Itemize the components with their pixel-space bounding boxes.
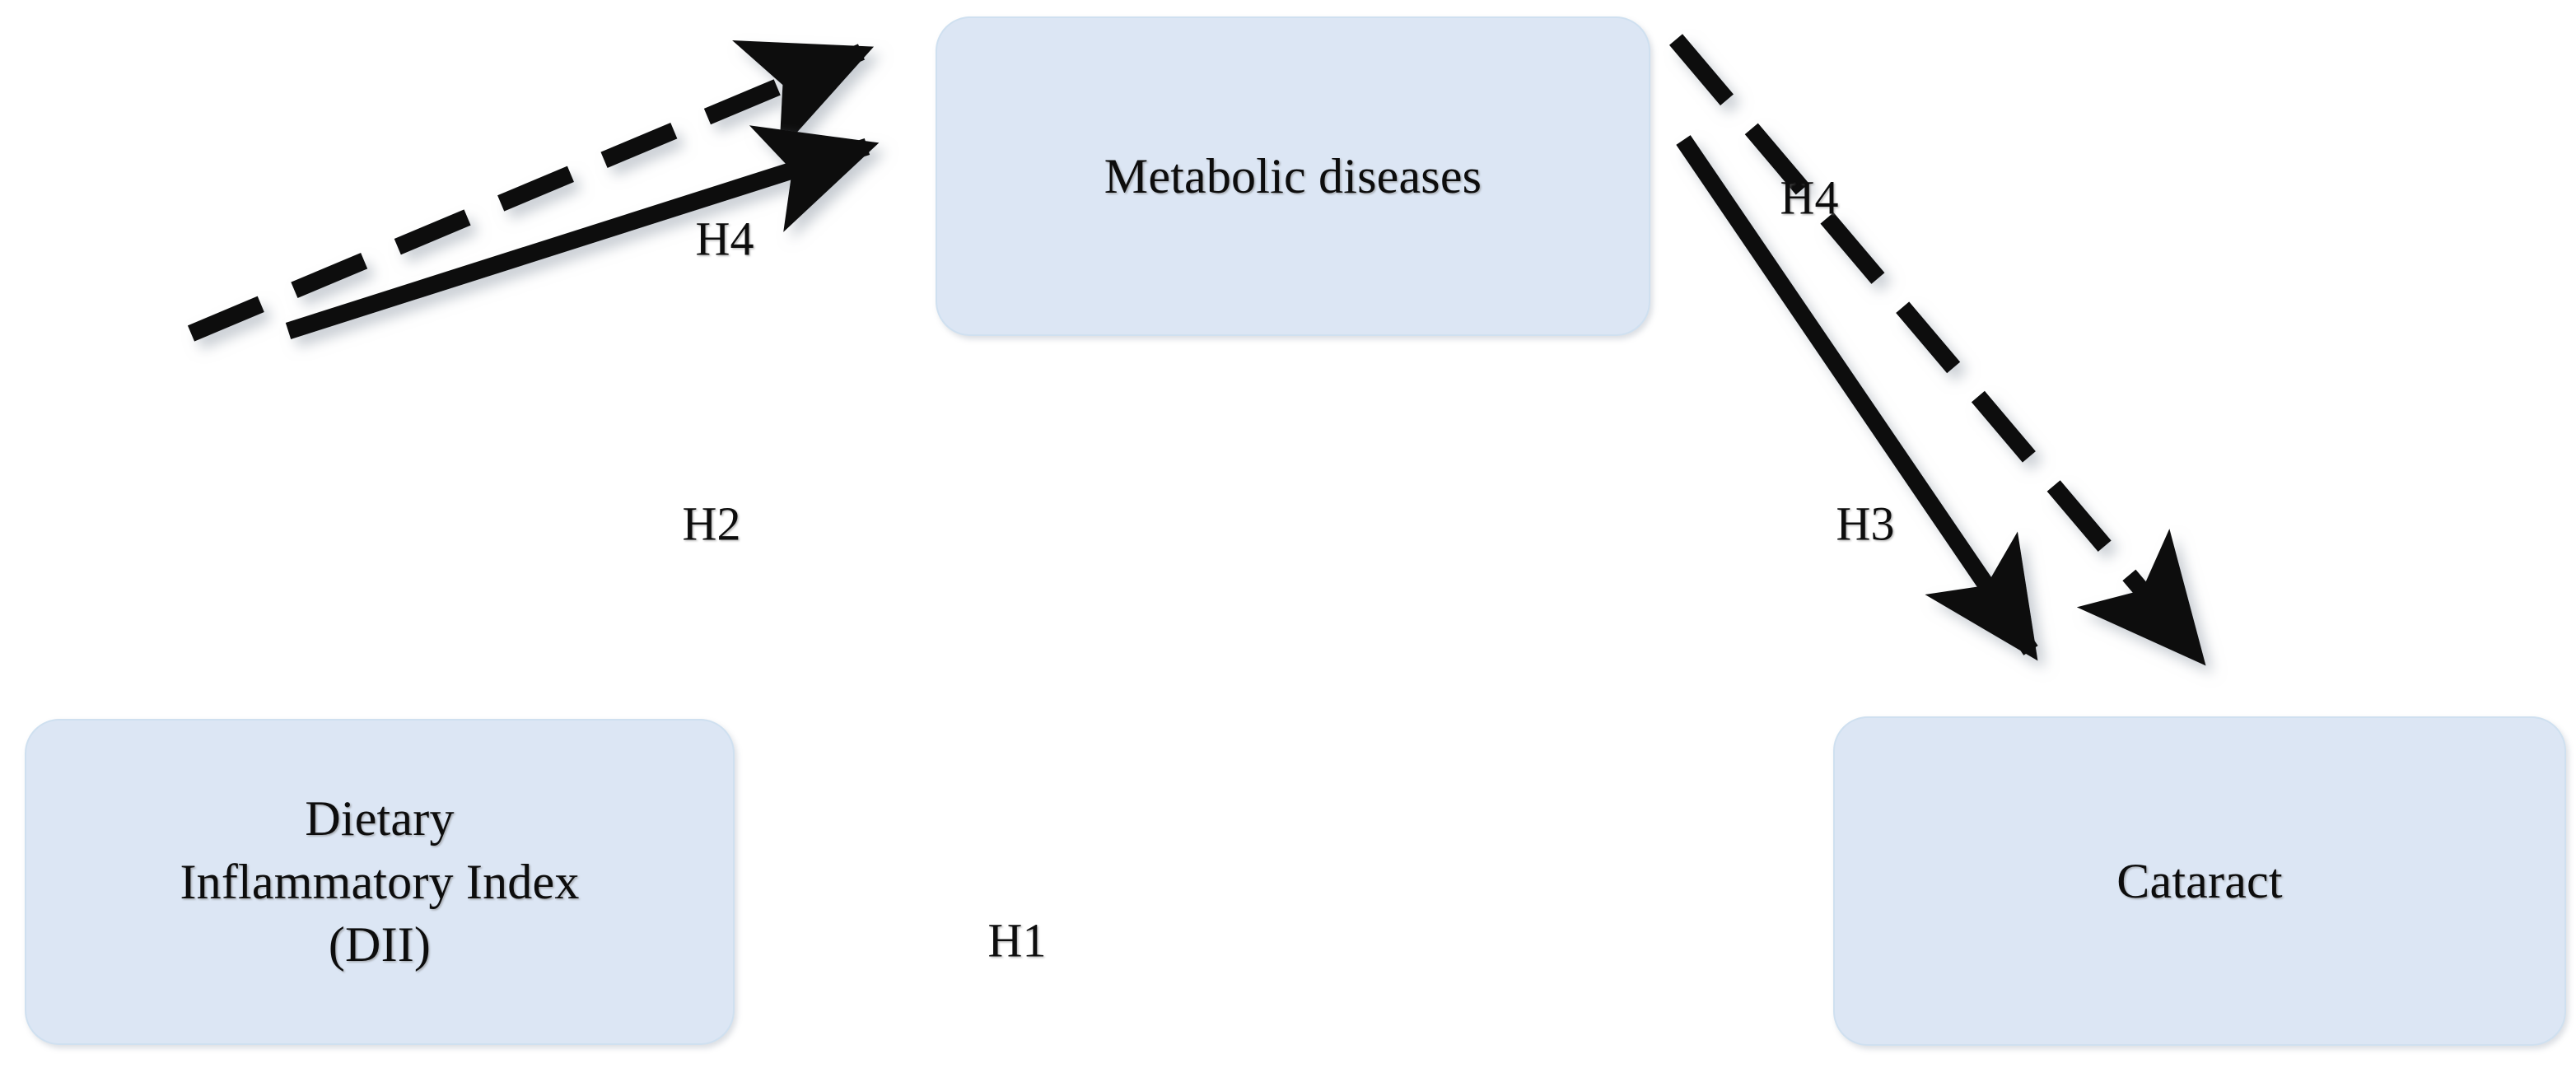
edge-label-h2: H2 xyxy=(682,497,741,551)
node-metabolic-label: Metabolic diseases xyxy=(1104,148,1482,203)
edge-label-h1: H1 xyxy=(987,913,1047,968)
edge-h3-line xyxy=(1676,135,2038,661)
edge-h4-right[interactable] xyxy=(1668,34,2206,666)
node-cataract[interactable]: Cataract xyxy=(1833,716,2566,1046)
edge-h3[interactable] xyxy=(1676,135,2038,661)
node-dii-label: Dietary Inflammatory Index (DII) xyxy=(180,791,580,972)
edge-label-h4-right: H4 xyxy=(1780,170,1839,225)
edge-h4-right-line xyxy=(1668,34,2206,666)
edge-h2[interactable] xyxy=(285,125,880,340)
edge-label-h4-left: H4 xyxy=(695,212,754,266)
edge-h4-left[interactable] xyxy=(187,40,875,342)
node-dietary-inflammatory-index[interactable]: Dietary Inflammatory Index (DII) xyxy=(25,719,735,1045)
edge-h2-line xyxy=(285,125,880,340)
edge-h4-left-line xyxy=(187,40,875,342)
node-cataract-label: Cataract xyxy=(2116,853,2283,908)
edge-label-h3: H3 xyxy=(1836,497,1895,551)
node-metabolic-diseases[interactable]: Metabolic diseases xyxy=(936,16,1650,336)
